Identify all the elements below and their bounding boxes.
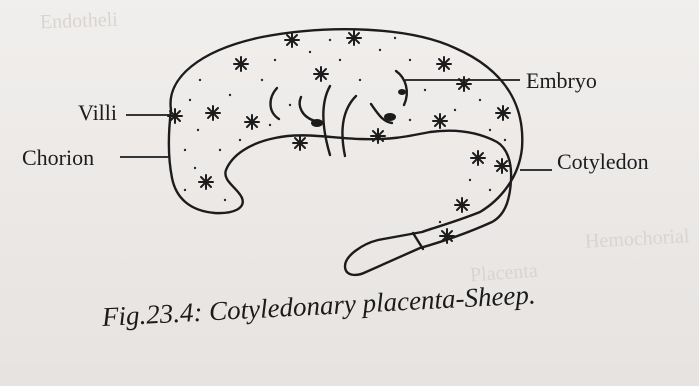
cotyledon-tuft (168, 109, 182, 123)
amnion-fold (396, 71, 407, 105)
label-chorion: Chorion (22, 145, 94, 171)
cotyledon-tuft (440, 229, 454, 243)
cotyledon-tuft (199, 175, 213, 189)
cotyledon-tuft (314, 67, 328, 81)
cotyledon-tuft (206, 106, 220, 120)
cotyledon-tuft (495, 159, 509, 173)
amnion-fold (300, 97, 315, 121)
amnion-fold (270, 88, 279, 119)
label-embryo: Embryo (526, 68, 597, 94)
cotyledon-tuft (234, 57, 248, 71)
chorion-outline (169, 29, 522, 275)
cotyledon-tuft (471, 151, 485, 165)
cotyledon-tuft (371, 129, 385, 143)
cotyledon-tuft (293, 136, 307, 150)
cotyledon-tuft (245, 115, 259, 129)
embryo-shape (384, 113, 396, 121)
cotyledon-tuft (347, 31, 361, 45)
embryo-shape (398, 89, 406, 95)
cord-band (413, 233, 423, 249)
cotyledon-tuft (285, 33, 299, 47)
cotyledon-tuft (455, 198, 469, 212)
amnion-fold (343, 96, 356, 156)
label-cotyledon: Cotyledon (557, 149, 649, 175)
embryo-shape (311, 119, 323, 127)
cotyledon-tuft (496, 106, 510, 120)
amnion-fold (323, 86, 330, 155)
label-villi: Villi (78, 100, 117, 126)
cotyledon-tuft (437, 57, 451, 71)
cotyledon-tuft (433, 114, 447, 128)
